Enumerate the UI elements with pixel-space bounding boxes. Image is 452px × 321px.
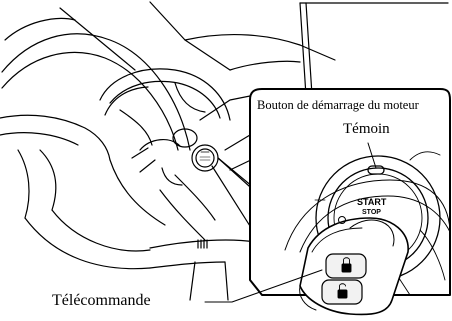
remote-label: Télécommande [52, 293, 151, 309]
lock-button [326, 254, 366, 278]
indicator-label: Témoin [343, 122, 390, 137]
start-text: START [357, 197, 387, 207]
center-display [300, 3, 448, 96]
dash-start-button [192, 145, 218, 171]
unlock-button [322, 280, 362, 304]
steering-wheel [0, 18, 190, 268]
stop-text: STOP [362, 209, 381, 216]
dashboard-top [60, 2, 335, 70]
lower-dashboard [150, 95, 255, 300]
start-button-label: Bouton de démarrage du moteur [257, 99, 419, 112]
